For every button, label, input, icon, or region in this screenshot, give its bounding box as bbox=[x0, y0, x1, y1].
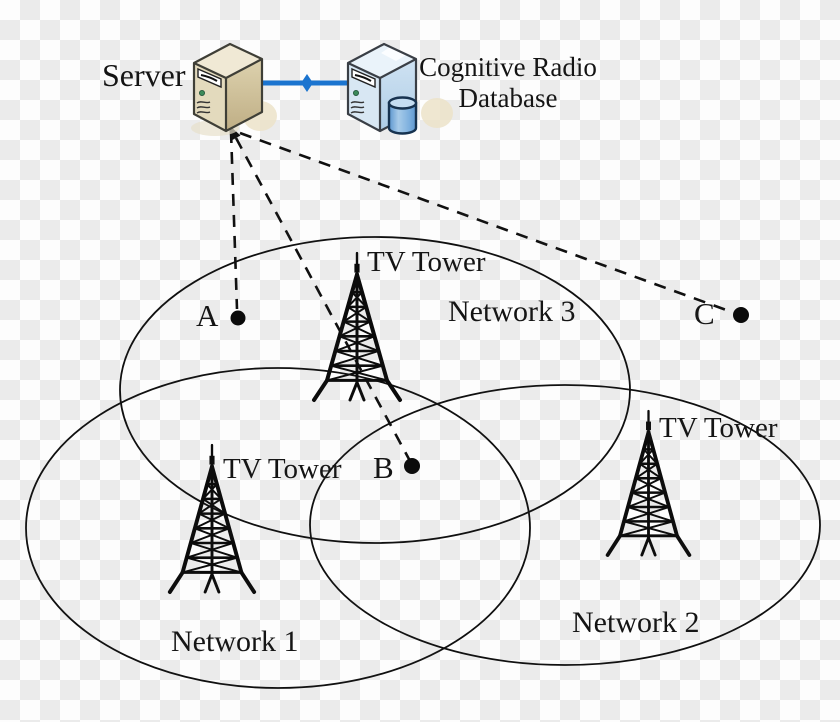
point-a-label: A bbox=[196, 298, 219, 333]
network-1-ellipse bbox=[25, 367, 531, 689]
tv-tower-label-network2: TV Tower bbox=[659, 412, 778, 444]
database-server-icon bbox=[346, 42, 453, 135]
point-c-dot bbox=[733, 307, 749, 323]
server-label: Server bbox=[102, 57, 186, 93]
database-label-line1: Cognitive Radio bbox=[419, 52, 597, 82]
tv-tower-label-network1: TV Tower bbox=[223, 453, 342, 485]
point-c-label: C bbox=[694, 296, 715, 331]
tv-tower-label-network3: TV Tower bbox=[367, 246, 486, 278]
network-1-label: Network 1 bbox=[171, 625, 299, 658]
dashed-link-server-a bbox=[229, 130, 239, 310]
point-b-label: B bbox=[373, 450, 394, 485]
network-3-ellipse bbox=[119, 236, 631, 544]
database-label-line2: Database bbox=[458, 82, 558, 113]
point-b-dot bbox=[404, 458, 420, 474]
server-icon bbox=[191, 42, 277, 136]
network-3-label: Network 3 bbox=[448, 295, 576, 328]
network-2-label: Network 2 bbox=[572, 606, 700, 639]
dashed-link-server-b bbox=[234, 137, 412, 462]
network-2-ellipse bbox=[309, 384, 821, 666]
dashed-link-server-c bbox=[239, 131, 730, 313]
database-cylinder-icon bbox=[387, 96, 418, 135]
point-a-dot bbox=[230, 310, 246, 326]
database-label: Cognitive Radio Database bbox=[416, 52, 600, 114]
diamond-node-icon bbox=[301, 74, 313, 92]
